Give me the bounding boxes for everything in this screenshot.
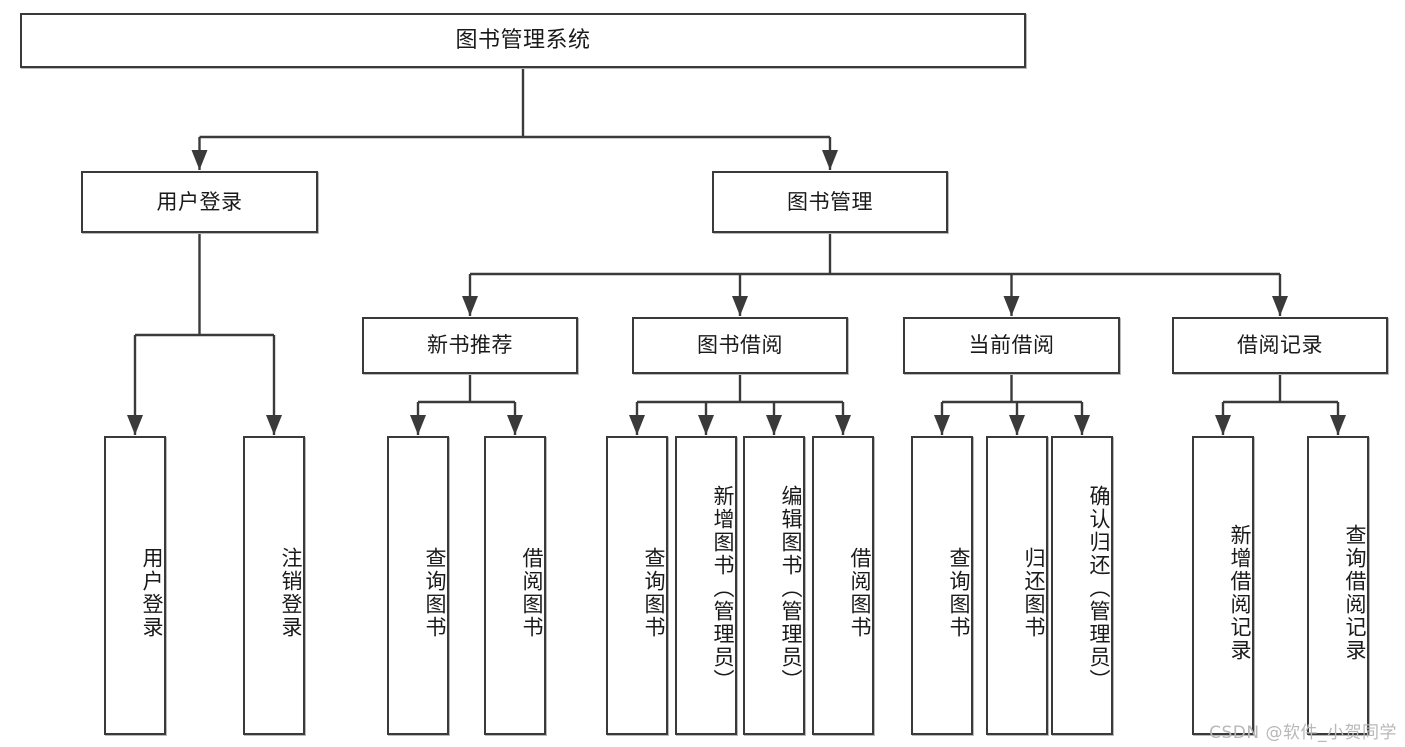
node-label-book-borrow: 图书借阅	[697, 333, 783, 358]
node-label-leaf-return-book: 归还图书	[1022, 546, 1046, 639]
node-label-current-borrow: 当前借阅	[968, 333, 1055, 358]
node-new-book-recommend[interactable]: 新书推荐	[362, 317, 578, 374]
node-leaf-query-book-1[interactable]: 查询图书	[387, 436, 449, 735]
node-label-leaf-query-book-1: 查询图书	[423, 546, 447, 639]
node-leaf-query-book-2[interactable]: 查询图书	[606, 436, 668, 735]
node-label-root: 图书管理系统	[455, 27, 591, 53]
arrowhead-leaf-add-record	[1215, 415, 1231, 435]
node-leaf-edit-book[interactable]: 编辑图书（管理员）	[743, 436, 805, 735]
node-label-book-manage: 图书管理	[787, 189, 873, 214]
node-label-leaf-user-login: 用户登录	[140, 546, 164, 639]
node-label-leaf-user-logout: 注销登录	[279, 546, 303, 639]
arrowhead-leaf-return-book	[1009, 415, 1025, 435]
node-leaf-borrow-book-2[interactable]: 借阅图书	[812, 436, 874, 735]
arrowhead-leaf-user-login	[127, 415, 143, 435]
node-leaf-user-login[interactable]: 用户登录	[104, 436, 166, 735]
arrowhead-book-manage	[822, 150, 838, 170]
arrowhead-leaf-query-book-3	[934, 415, 950, 435]
node-leaf-query-record[interactable]: 查询借阅记录	[1307, 436, 1369, 735]
node-label-borrow-record: 借阅记录	[1237, 333, 1323, 358]
node-label-leaf-borrow-book-1: 借阅图书	[520, 546, 544, 639]
node-label-leaf-add-book: 新增图书（管理员）	[711, 485, 735, 692]
node-label-leaf-confirm-return: 确认归还（管理员）	[1087, 485, 1111, 692]
arrowhead-leaf-query-record	[1330, 415, 1346, 435]
node-label-new-book-recommend: 新书推荐	[427, 333, 513, 358]
arrowhead-leaf-add-book	[698, 415, 714, 435]
node-label-leaf-add-record: 新增借阅记录	[1228, 523, 1252, 662]
arrowhead-leaf-user-logout	[266, 415, 282, 435]
node-label-leaf-query-book-3: 查询图书	[947, 546, 971, 639]
node-leaf-user-logout[interactable]: 注销登录	[243, 436, 305, 735]
node-leaf-borrow-book-1[interactable]: 借阅图书	[484, 436, 546, 735]
arrowhead-user-login	[191, 150, 208, 170]
node-leaf-query-book-3[interactable]: 查询图书	[911, 436, 973, 735]
node-label-leaf-borrow-book-2: 借阅图书	[848, 546, 872, 639]
arrowhead-leaf-confirm-return	[1074, 415, 1090, 435]
arrowhead-leaf-borrow-book-1	[507, 415, 523, 435]
watermark-text: CSDN @软件_小贺同学	[1209, 723, 1397, 743]
arrowhead-current-borrow	[1003, 296, 1020, 316]
node-label-leaf-query-book-2: 查询图书	[642, 546, 666, 639]
node-leaf-return-book[interactable]: 归还图书	[986, 436, 1048, 735]
arrowhead-borrow-record	[1272, 296, 1288, 316]
arrowhead-new-book-recommend	[462, 296, 478, 316]
node-leaf-add-record[interactable]: 新增借阅记录	[1192, 436, 1254, 735]
node-current-borrow[interactable]: 当前借阅	[903, 317, 1120, 374]
arrowhead-leaf-query-book-1	[410, 415, 426, 435]
arrowhead-leaf-borrow-book-2	[835, 415, 851, 435]
node-borrow-record[interactable]: 借阅记录	[1172, 317, 1388, 374]
node-label-leaf-query-record: 查询借阅记录	[1343, 523, 1367, 662]
node-leaf-add-book[interactable]: 新增图书（管理员）	[675, 436, 737, 735]
arrowhead-leaf-edit-book	[766, 415, 782, 435]
node-label-user-login: 用户登录	[156, 189, 243, 214]
node-book-borrow[interactable]: 图书借阅	[632, 317, 848, 374]
node-leaf-confirm-return[interactable]: 确认归还（管理员）	[1051, 436, 1113, 735]
node-label-leaf-edit-book: 编辑图书（管理员）	[779, 485, 803, 692]
node-user-login[interactable]: 用户登录	[81, 171, 318, 233]
node-root[interactable]: 图书管理系统	[20, 13, 1026, 68]
arrowhead-leaf-query-book-2	[629, 415, 645, 435]
node-book-manage[interactable]: 图书管理	[712, 171, 948, 233]
arrowhead-book-borrow	[732, 296, 748, 316]
